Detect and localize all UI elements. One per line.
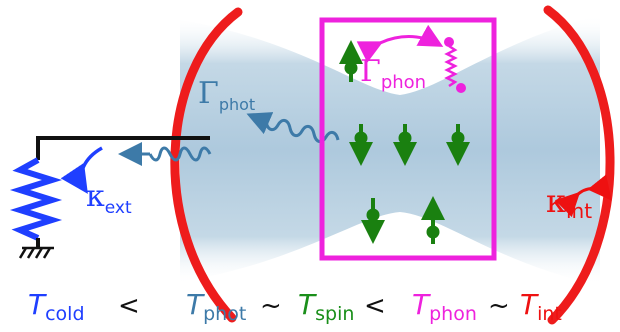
zigzag-resistor-icon [9, 157, 63, 241]
gamma-phon-arrow [356, 24, 444, 63]
spin-box [319, 17, 497, 261]
ground-icon [18, 246, 54, 259]
spin-down-arrow-icon [349, 124, 373, 166]
kappa-ext-arrow [60, 146, 103, 194]
temperature-phot: Tphot [186, 288, 246, 325]
relation-operator: < [364, 291, 386, 321]
relation-operator: ~ [488, 291, 510, 321]
temperature-relation: Tcold < Tphot ~ Tspin < Tphon ~ Tint [28, 288, 562, 325]
temperature-phon: Tphon [412, 288, 477, 325]
transmission-line [36, 136, 210, 160]
photon-wave-icon [118, 142, 212, 166]
gamma-phot-label: Γphot [198, 76, 255, 114]
kappa-ext-label: κext [86, 179, 132, 218]
gamma-phon-label: Γphon [360, 54, 426, 93]
left-mirror [170, 7, 243, 323]
spin-down-arrow-icon [393, 124, 417, 166]
relation-operator: < [118, 291, 140, 321]
kappa-int-arrow [554, 174, 612, 218]
cavity-beam [180, 15, 600, 285]
phonon-spring-icon [444, 37, 466, 93]
spin-down-arrow-icon [446, 124, 470, 166]
temperature-int: Tint [520, 288, 562, 325]
temperature-cold: Tcold [28, 288, 85, 325]
right-mirror [543, 5, 615, 325]
spin-down-arrow-icon [361, 198, 385, 244]
gamma-phot-wave [246, 112, 340, 143]
spin-up-arrow-icon [421, 196, 445, 244]
spin-up-arrow-icon [339, 40, 363, 82]
kappa-int-label: κint [546, 182, 592, 223]
relation-operator: ~ [260, 291, 282, 321]
temperature-spin: Tspin [298, 288, 354, 325]
